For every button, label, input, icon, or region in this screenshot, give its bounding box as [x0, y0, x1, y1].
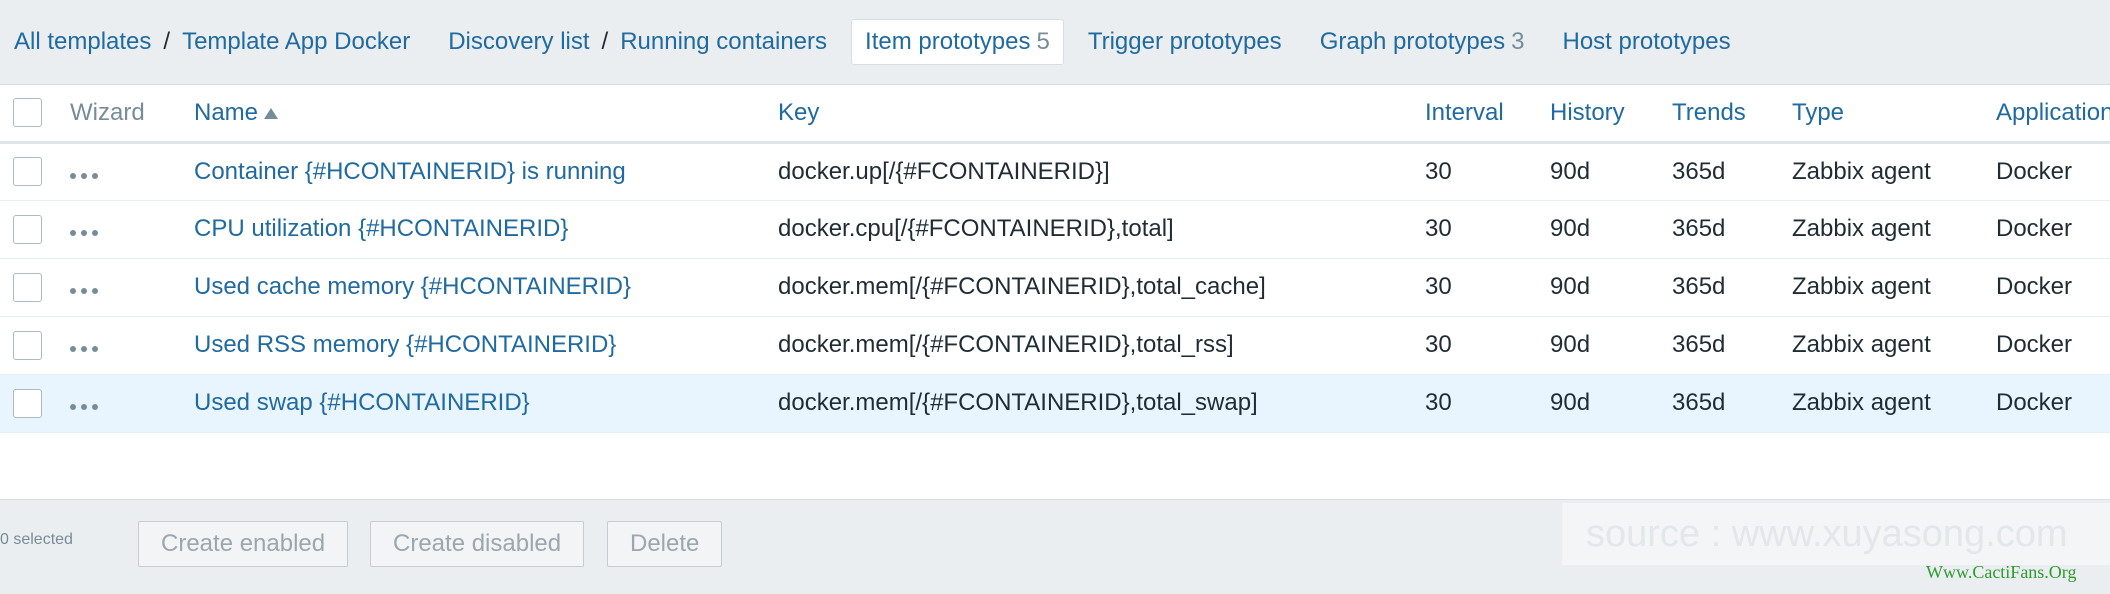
- wizard-menu-icon[interactable]: [70, 230, 98, 236]
- item-interval: 30: [1425, 215, 1452, 242]
- item-interval: 30: [1425, 331, 1452, 358]
- breadcrumb-running-containers[interactable]: Running containers: [620, 28, 828, 55]
- item-name-link[interactable]: Used RSS memory {#HCONTAINERID}: [194, 331, 617, 358]
- item-interval: 30: [1425, 273, 1452, 300]
- item-type: Zabbix agent: [1792, 389, 1931, 416]
- item-history: 90d: [1550, 389, 1591, 416]
- item-history: 90d: [1550, 157, 1591, 185]
- column-name[interactable]: Name: [194, 85, 778, 142]
- item-type: Zabbix agent: [1792, 215, 1931, 242]
- item-name-link[interactable]: Used cache memory {#HCONTAINERID}: [194, 273, 632, 300]
- item-trends: 365d: [1672, 157, 1726, 185]
- create-disabled-button[interactable]: Create disabled: [370, 521, 585, 567]
- item-key: docker.up[/{#FCONTAINERID}]: [778, 157, 1110, 185]
- item-key: docker.mem[/{#FCONTAINERID},total_swap]: [778, 389, 1258, 416]
- column-trends[interactable]: Trends: [1672, 98, 1746, 126]
- item-interval: 30: [1425, 157, 1452, 185]
- breadcrumb-all-templates[interactable]: All templates: [14, 28, 152, 55]
- item-trends: 365d: [1672, 331, 1726, 358]
- item-key: docker.mem[/{#FCONTAINERID},total_rss]: [778, 331, 1234, 358]
- item-name-link[interactable]: CPU utilization {#HCONTAINERID}: [194, 215, 569, 242]
- item-type: Zabbix agent: [1792, 331, 1931, 358]
- breadcrumb-templates: All templates / Template App Docker: [14, 28, 410, 56]
- item-trends: 365d: [1672, 273, 1726, 300]
- column-name-label[interactable]: Name: [194, 98, 259, 126]
- delete-button[interactable]: Delete: [607, 521, 723, 567]
- site-watermark: Www.CactiFans.Org: [1926, 562, 2077, 582]
- breadcrumb-template-app-docker[interactable]: Template App Docker: [182, 28, 411, 55]
- tab-trigger-prototypes-label[interactable]: Trigger prototypes: [1087, 28, 1282, 55]
- row-checkbox[interactable]: [13, 272, 42, 302]
- item-prototypes-table: Wizard Name Key Interval History Trends …: [0, 85, 2110, 433]
- row-checkbox[interactable]: [13, 388, 42, 418]
- item-interval: 30: [1425, 389, 1452, 416]
- breadcrumb-discovery-list[interactable]: Discovery list: [448, 28, 590, 55]
- table-row: Used swap {#HCONTAINERID} docker.mem[/{#…: [0, 374, 2110, 432]
- column-applications: Applications: [1996, 98, 2110, 126]
- watermark: source : www.xuyasong.com: [1562, 503, 2110, 565]
- item-key: docker.cpu[/{#FCONTAINERID},total]: [778, 215, 1174, 242]
- table-row: CPU utilization {#HCONTAINERID} docker.c…: [0, 200, 2110, 258]
- select-all-cell: [0, 85, 70, 142]
- item-applications: Docker: [1996, 389, 2073, 416]
- wizard-menu-icon[interactable]: [70, 404, 98, 410]
- item-name-link[interactable]: Used swap {#HCONTAINERID}: [194, 389, 530, 416]
- wizard-menu-icon[interactable]: [70, 288, 98, 294]
- top-navigation: All templates / Template App Docker Disc…: [0, 0, 2110, 84]
- breadcrumb-discovery: Discovery list / Running containers: [448, 28, 827, 56]
- item-name-link[interactable]: Container {#HCONTAINERID} is running: [194, 157, 626, 185]
- tab-item-prototypes-label[interactable]: Item prototypes: [865, 28, 1031, 55]
- item-history: 90d: [1550, 215, 1591, 242]
- column-wizard: Wizard: [70, 98, 145, 126]
- tab-item-prototypes[interactable]: Item prototypes 5: [851, 19, 1064, 65]
- row-checkbox[interactable]: [13, 214, 42, 244]
- select-all-checkbox[interactable]: [13, 98, 42, 128]
- selected-count: 0 selected: [0, 531, 73, 548]
- column-type[interactable]: Type: [1792, 98, 1845, 126]
- item-trends: 365d: [1672, 389, 1726, 416]
- tab-graph-prototypes-label[interactable]: Graph prototypes: [1319, 28, 1506, 55]
- tab-graph-prototypes[interactable]: Graph prototypes 3: [1320, 28, 1525, 56]
- wizard-menu-icon[interactable]: [70, 172, 98, 179]
- item-applications: Docker: [1996, 157, 2073, 185]
- tab-item-prototypes-count: 5: [1036, 28, 1050, 55]
- row-checkbox[interactable]: [13, 330, 42, 360]
- tab-host-prototypes[interactable]: Host prototypes: [1562, 28, 1730, 56]
- sort-ascending-icon: [264, 107, 279, 119]
- column-key[interactable]: Key: [778, 98, 820, 126]
- tab-host-prototypes-label[interactable]: Host prototypes: [1562, 28, 1731, 55]
- tab-trigger-prototypes[interactable]: Trigger prototypes: [1088, 28, 1282, 56]
- table-row: Used RSS memory {#HCONTAINERID} docker.m…: [0, 316, 2110, 374]
- item-history: 90d: [1550, 331, 1591, 358]
- row-checkbox[interactable]: [13, 157, 42, 187]
- item-type: Zabbix agent: [1792, 157, 1931, 185]
- item-history: 90d: [1550, 273, 1591, 300]
- table-header-row: Wizard Name Key Interval History Trends …: [0, 85, 2110, 142]
- item-applications: Docker: [1996, 215, 2073, 242]
- breadcrumb-separator: /: [601, 28, 609, 55]
- item-applications: Docker: [1996, 331, 2073, 358]
- item-prototypes-panel: Wizard Name Key Interval History Trends …: [0, 84, 2110, 500]
- table-row: Used cache memory {#HCONTAINERID} docker…: [0, 258, 2110, 316]
- tab-graph-prototypes-count: 3: [1511, 28, 1525, 55]
- item-key: docker.mem[/{#FCONTAINERID},total_cache]: [778, 273, 1266, 300]
- item-type: Zabbix agent: [1792, 273, 1931, 300]
- column-interval[interactable]: Interval: [1425, 98, 1504, 126]
- item-applications: Docker: [1996, 273, 2073, 300]
- create-enabled-button[interactable]: Create enabled: [138, 521, 349, 567]
- wizard-menu-icon[interactable]: [70, 346, 98, 352]
- breadcrumb-separator: /: [163, 28, 171, 55]
- table-row: Container {#HCONTAINERID} is running doc…: [0, 142, 2110, 200]
- column-history[interactable]: History: [1550, 98, 1625, 126]
- item-trends: 365d: [1672, 215, 1726, 242]
